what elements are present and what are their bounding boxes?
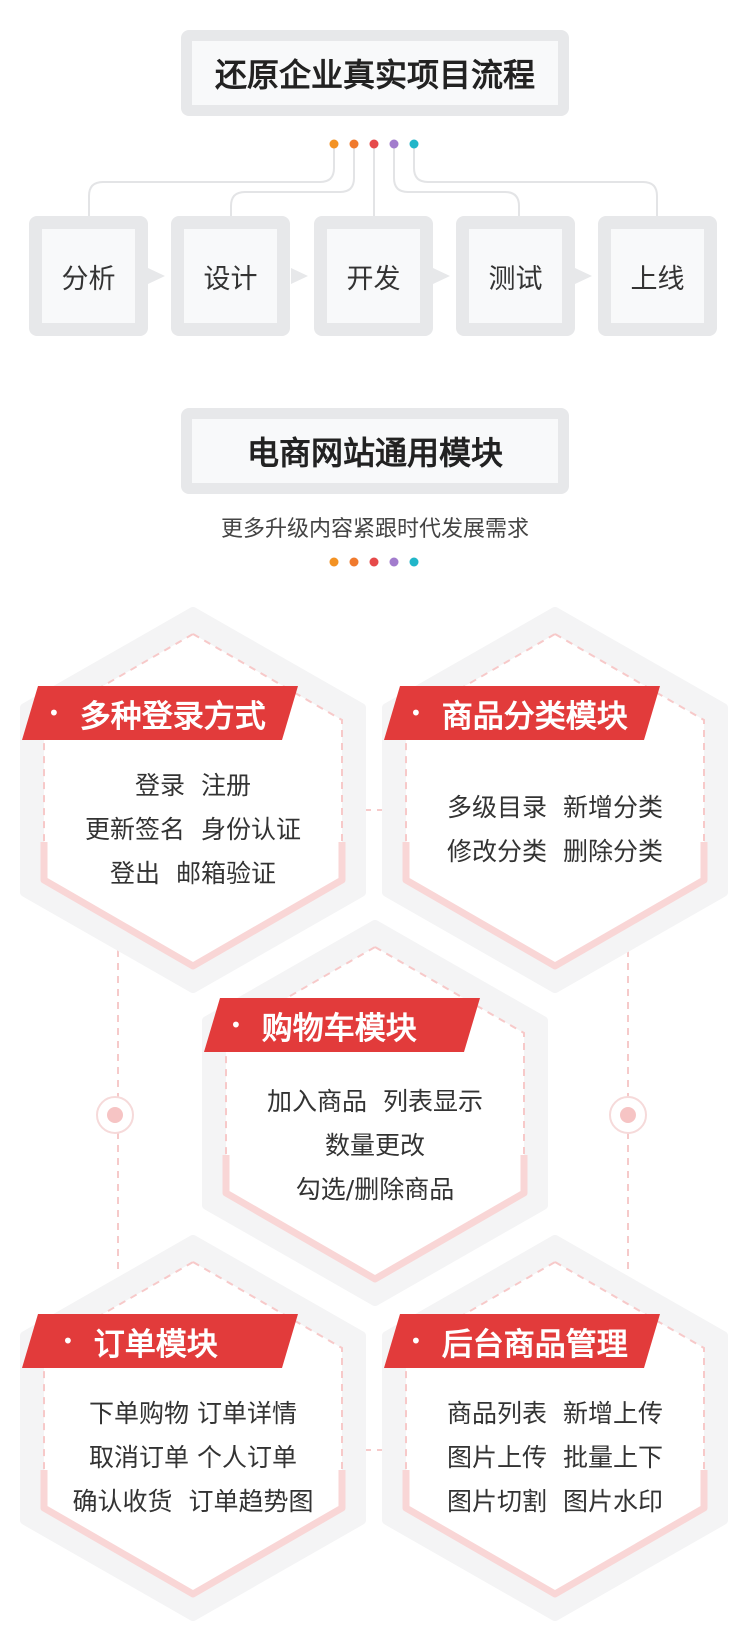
module-title: • 购物车模块 <box>230 998 417 1052</box>
section2-title-box: 电商网站通用模块 <box>181 408 569 494</box>
color-dot <box>409 139 419 149</box>
module-item: 确认收货 订单趋势图 <box>72 1487 314 1516</box>
arrow-icon <box>291 268 308 284</box>
module-item: 修改分类 删除分类 <box>447 837 663 866</box>
ring-icon <box>107 1107 123 1123</box>
module-items: 多级目录 新增分类 修改分类 删除分类 <box>406 786 704 874</box>
module-title: • 订单模块 <box>62 1314 218 1368</box>
label-banner <box>22 686 298 740</box>
arrow-icon <box>575 268 592 284</box>
module-item: 商品列表 新增上传 <box>447 1399 663 1428</box>
label-banner <box>22 1314 298 1368</box>
connector-line <box>393 144 520 216</box>
label-banner <box>384 1314 660 1368</box>
connector-line <box>230 144 355 216</box>
step-design: 设计 <box>171 216 290 336</box>
color-dot <box>349 139 359 149</box>
section1-title: 还原企业真实项目流程 <box>192 41 558 105</box>
connector-line <box>88 144 335 216</box>
step-testing: 测试 <box>456 216 575 336</box>
step-development: 开发 <box>314 216 433 336</box>
bullet-icon: • <box>230 1013 242 1037</box>
module-title: • 多种登录方式 <box>48 686 266 740</box>
module-title-text: 订单模块 <box>93 1326 218 1363</box>
color-dot <box>329 139 339 149</box>
arrow-icon <box>148 268 165 284</box>
section1-title-box: 还原企业真实项目流程 <box>181 30 569 116</box>
module-item: 图片上传 批量上下 <box>447 1443 663 1472</box>
color-dot <box>389 139 399 149</box>
step-label: 测试 <box>469 229 562 323</box>
step-label: 上线 <box>611 229 704 323</box>
color-dot <box>409 557 419 567</box>
module-item: 下单购物 订单详情 <box>89 1399 297 1428</box>
module-title-text: 购物车模块 <box>261 1010 417 1047</box>
color-dot <box>389 557 399 567</box>
module-item: 数量更改 <box>324 1131 425 1160</box>
arrow-icon <box>433 268 450 284</box>
label-banner <box>384 686 660 740</box>
section2-title: 电商网站通用模块 <box>192 419 558 483</box>
module-title: • 商品分类模块 <box>410 686 628 740</box>
module-title-text: 多种登录方式 <box>79 698 266 735</box>
module-item: 取消订单 个人订单 <box>89 1443 297 1472</box>
module-item: 登录 注册 <box>135 771 251 800</box>
color-dot <box>369 557 379 567</box>
step-label: 分析 <box>42 229 135 323</box>
section2-subtitle: 更多升级内容紧跟时代发展需求 <box>220 517 529 542</box>
module-item: 勾选/删除商品 <box>295 1175 455 1204</box>
module-title-text: 商品分类模块 <box>441 698 628 735</box>
module-title-text: 后台商品管理 <box>441 1326 628 1363</box>
module-items: 加入商品 列表显示 数量更改 勾选/删除商品 <box>226 1080 524 1212</box>
module-item: 加入商品 列表显示 <box>267 1087 483 1116</box>
step-label: 开发 <box>327 229 420 323</box>
step-launch: 上线 <box>598 216 717 336</box>
module-item: 登出 邮箱验证 <box>110 859 276 888</box>
module-items: 商品列表 新增上传 图片上传 批量上下 图片切割 图片水印 <box>406 1392 704 1524</box>
step-label: 设计 <box>184 229 277 323</box>
module-items: 下单购物 订单详情 取消订单 个人订单 确认收货 订单趋势图 <box>44 1392 342 1524</box>
color-dot <box>329 557 339 567</box>
ring-icon <box>620 1107 636 1123</box>
bullet-icon: • <box>48 701 60 725</box>
bullet-icon: • <box>410 701 422 725</box>
label-banner <box>204 998 480 1052</box>
color-dot <box>369 139 379 149</box>
bullet-icon: • <box>62 1329 74 1353</box>
module-items: 登录 注册 更新签名 身份认证 登出 邮箱验证 <box>44 764 342 896</box>
module-item: 图片切割 图片水印 <box>447 1487 663 1516</box>
color-dot <box>349 557 359 567</box>
bullet-icon: • <box>410 1329 422 1353</box>
step-analysis: 分析 <box>29 216 148 336</box>
module-item: 更新签名 身份认证 <box>85 815 301 844</box>
module-item: 多级目录 新增分类 <box>447 793 663 822</box>
module-title: • 后台商品管理 <box>410 1314 628 1368</box>
connector-line <box>413 144 658 216</box>
